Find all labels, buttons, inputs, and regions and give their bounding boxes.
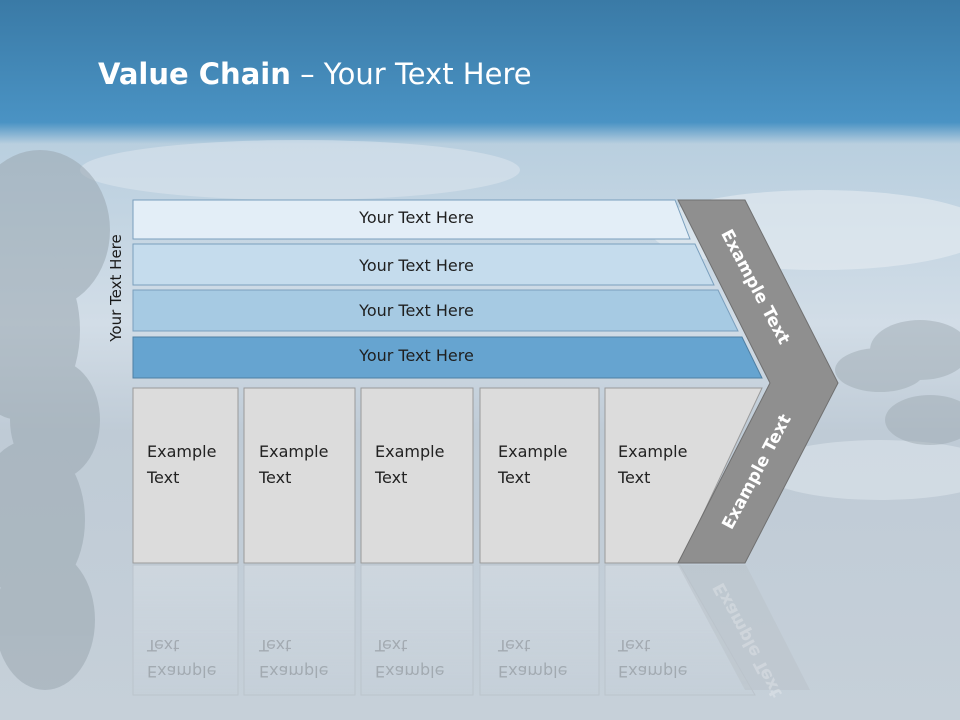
box-label-4-reflection: Example Text [498,636,568,681]
row-bar-4 [132,336,763,379]
title-bold: Value Chain [98,57,291,91]
row-bar-2 [132,243,715,286]
activity-box-4 [479,387,600,564]
activity-box-1 [132,387,239,564]
title-rest: – Your Text Here [290,57,532,91]
box-label-1-reflection: Example Text [147,636,217,681]
box-label-5-reflection: Example Text [618,636,688,681]
row-label-2: Your Text Here [359,256,474,275]
row-bar-1 [132,199,691,240]
slide-title: Value Chain – Your Text Here [98,54,532,94]
margin-chevron [677,199,839,564]
activity-box-2 [243,387,356,564]
tree-silhouette [0,150,110,690]
box-label-3: Example Text [375,442,445,487]
box-label-2: Example Text [259,442,329,487]
box-label-5: Example Text [618,442,688,487]
row-label-4: Your Text Here [359,346,474,365]
row-label-1: Your Text Here [359,208,474,227]
row-label-3: Your Text Here [359,301,474,320]
row-bar-3 [132,289,739,332]
box-label-1: Example Text [147,442,217,487]
vertical-label-text: Your Text Here [107,234,125,342]
box-label-3-reflection: Example Text [375,636,445,681]
box-label-4: Example Text [498,442,568,487]
activity-box-3 [360,387,474,564]
box-label-2-reflection: Example Text [259,636,329,681]
